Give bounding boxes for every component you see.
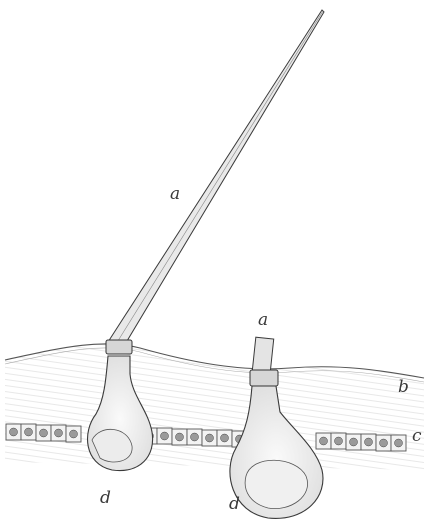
label-a-short-hair: a (258, 312, 268, 329)
right-papilla (245, 460, 307, 508)
label-a-long-hair: a (170, 186, 180, 203)
label-d-left: d (100, 490, 111, 507)
label-d-right: d (229, 496, 240, 513)
label-c: c (412, 428, 422, 445)
short-hair-shaft (252, 337, 273, 373)
left-collar (106, 340, 132, 354)
right-collar (250, 370, 278, 386)
tissue-layer (5, 344, 424, 470)
long-hair-shaft (108, 10, 324, 346)
label-b: b (398, 379, 409, 396)
